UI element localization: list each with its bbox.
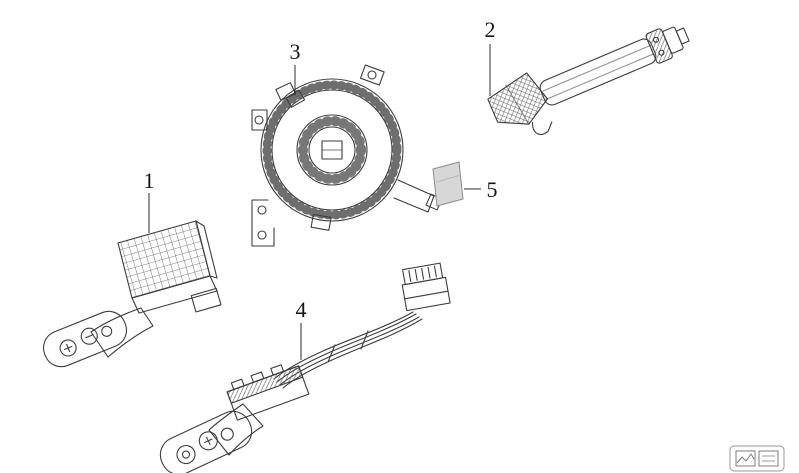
callout-4-label: 4 xyxy=(296,297,307,322)
part-5-pad-shape xyxy=(432,161,464,207)
part-1-stalk-switch-drawing xyxy=(42,220,222,368)
callout-3-label: 3 xyxy=(290,39,301,64)
part-5-pad-drawing xyxy=(432,161,464,207)
corner-thumbnail-icon[interactable] xyxy=(729,445,785,472)
callout-2-label: 2 xyxy=(485,17,496,42)
part-4-stalk-switch-cable-drawing xyxy=(159,262,451,473)
part-2-stalk-switch-drawing xyxy=(487,26,690,135)
callout-5-label: 5 xyxy=(487,177,498,202)
part-3-switch-center-drawing xyxy=(251,64,443,247)
callout-1-label: 1 xyxy=(144,168,155,193)
